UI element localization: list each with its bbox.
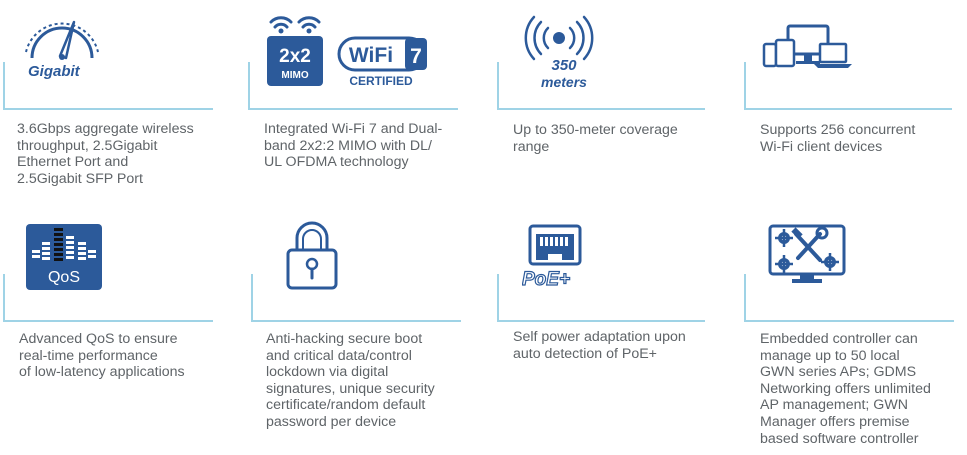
- speedometer-icon: [22, 8, 102, 80]
- svg-text:CERTIFIED: CERTIFIED: [349, 74, 413, 88]
- svg-text:Gigabit: Gigabit: [28, 63, 81, 80]
- feature-qos: QoS Advanced QoS to ensure real-time per…: [0, 212, 240, 432]
- devices-icon: [762, 24, 854, 72]
- divider-vertical: [744, 274, 746, 322]
- divider-horizontal: [248, 108, 458, 110]
- svg-text:PoE+: PoE+: [522, 269, 570, 290]
- feature-secure-boot: Anti-hacking secure boot and critical da…: [249, 212, 489, 432]
- svg-text:7: 7: [410, 45, 422, 68]
- divider-vertical: [497, 62, 499, 110]
- divider-horizontal: [744, 108, 952, 110]
- divider-horizontal: [3, 108, 213, 110]
- feature-description: Embedded controller can manage up to 50 …: [760, 331, 931, 447]
- divider-vertical: [744, 62, 746, 110]
- divider-horizontal: [744, 320, 954, 322]
- controller-icon: [768, 224, 846, 286]
- divider-vertical: [3, 274, 5, 322]
- feature-gigabit: Gigabit 3.6Gbps aggregate wireless throu…: [0, 0, 240, 220]
- divider-horizontal: [497, 320, 705, 322]
- svg-text:350: 350: [551, 57, 577, 74]
- qos-icon: QoS: [26, 224, 102, 290]
- feature-description: Self power adaptation upon auto detectio…: [513, 329, 686, 362]
- gigabit-label: Gigabit: [28, 63, 81, 80]
- poe-icon: [528, 224, 588, 268]
- svg-text:2x2: 2x2: [279, 46, 311, 67]
- feature-poe: PoE+ Self power adaptation upon auto det…: [494, 212, 734, 432]
- feature-description: Supports 256 concurrent Wi-Fi client dev…: [760, 122, 916, 155]
- divider-vertical: [497, 274, 499, 322]
- svg-text:QoS: QoS: [48, 269, 80, 286]
- wifi7-mimo-icon: 2x2 MIMO WiFi 7 CERTIFIED: [263, 8, 463, 92]
- lock-icon: [285, 220, 339, 292]
- divider-horizontal: [3, 320, 213, 322]
- feature-description: Advanced QoS to ensure real-time perform…: [19, 331, 185, 381]
- feature-description: Integrated Wi-Fi 7 and Dual- band 2x2:2 …: [264, 121, 443, 171]
- svg-text:MIMO: MIMO: [281, 70, 308, 81]
- svg-text:WiFi: WiFi: [349, 44, 393, 67]
- divider-vertical: [251, 274, 253, 322]
- divider-vertical: [248, 62, 250, 110]
- divider-horizontal: [497, 108, 705, 110]
- feature-controller: Embedded controller can manage up to 50 …: [742, 212, 967, 447]
- divider-vertical: [3, 62, 5, 110]
- feature-description: 3.6Gbps aggregate wireless throughput, 2…: [17, 121, 194, 187]
- coverage-label: 350 meters: [541, 57, 587, 90]
- feature-clients: Supports 256 concurrent Wi-Fi client dev…: [742, 0, 967, 220]
- feature-description: Up to 350-meter coverage range: [513, 122, 678, 155]
- svg-text:meters: meters: [541, 74, 587, 90]
- feature-coverage: 350 meters Up to 350-meter coverage rang…: [494, 0, 734, 220]
- poe-label: PoE+: [522, 268, 571, 290]
- feature-wifi7: 2x2 MIMO WiFi 7 CERTIFIED Integrated Wi-…: [245, 0, 485, 220]
- feature-description: Anti-hacking secure boot and critical da…: [266, 331, 435, 430]
- divider-horizontal: [251, 320, 461, 322]
- coverage-icon: [524, 12, 594, 62]
